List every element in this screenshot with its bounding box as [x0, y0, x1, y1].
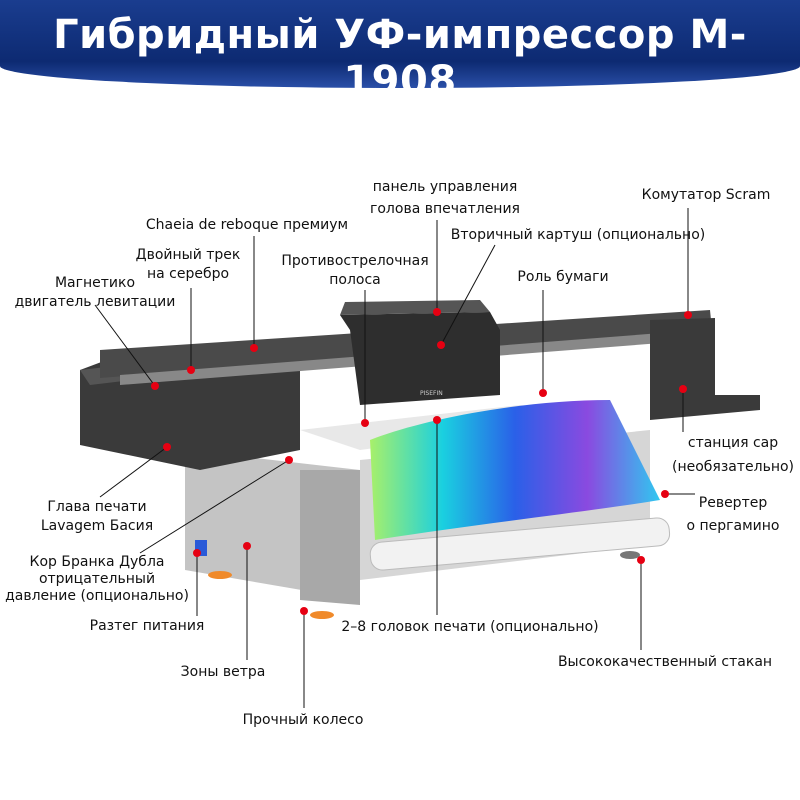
dot-pressure — [285, 456, 293, 464]
media-roll — [369, 517, 671, 571]
printed-media — [370, 400, 660, 540]
label-foot-cup: Высококачественный стакан — [557, 654, 773, 670]
dot-rewinder — [661, 490, 669, 498]
label-secondary-cartridge: Вторичный картуш (опционально) — [450, 227, 706, 243]
dot-wash — [163, 443, 171, 451]
label-power-switch: Разтег питания — [89, 618, 205, 634]
brand-logo: PISEFIN — [420, 390, 443, 397]
label-paper-roll: Роль бумаги — [517, 269, 609, 285]
dot-heads — [433, 416, 441, 424]
label-wheel: Прочный колесо — [242, 712, 364, 728]
label-cap-station: станция cap(необязательно) — [671, 435, 795, 475]
print-carriage — [340, 312, 500, 405]
dot-chain — [250, 344, 258, 352]
label-wind-zones: Зоны ветра — [180, 664, 266, 680]
dot-anticollision — [361, 419, 369, 427]
dot-wind — [243, 542, 251, 550]
dot-cup — [637, 556, 645, 564]
page-title: Гибридный УФ-импрессор M-1908 — [53, 12, 747, 104]
label-drag-chain: Chaeia de reboque премиум — [145, 217, 349, 233]
dot-maglev — [151, 382, 159, 390]
label-print-heads: 2–8 головок печати (опционально) — [341, 619, 599, 635]
title-banner — [0, 0, 800, 88]
dot-panel — [433, 308, 441, 316]
dot-track — [187, 366, 195, 374]
dot-wheel — [300, 607, 308, 615]
label-scram-switch: Комутатор Scram — [641, 187, 771, 203]
dot-power — [193, 549, 201, 557]
dot-scram — [684, 311, 692, 319]
dot-paper — [539, 389, 547, 397]
dot-cap — [679, 385, 687, 393]
dot-cartridge — [437, 341, 445, 349]
